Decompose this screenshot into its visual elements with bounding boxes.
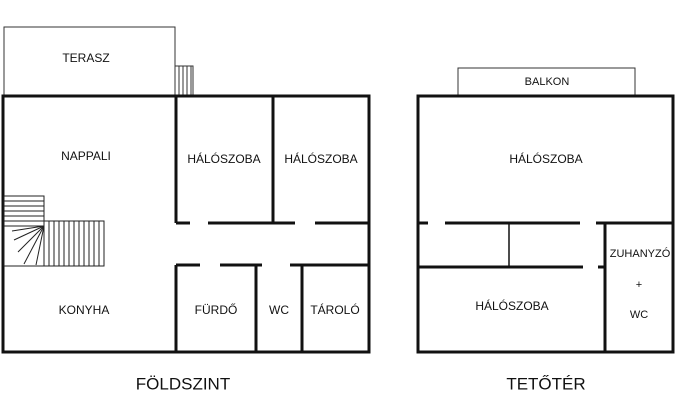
attic-caption: TETŐTÉR bbox=[506, 374, 585, 393]
shower-label-line2: + bbox=[636, 279, 642, 291]
attic-bedroom-top-label: HÁLÓSZOBA bbox=[509, 151, 582, 166]
bedroom-1-label: HÁLÓSZOBA bbox=[187, 151, 260, 166]
shower-label-line1: ZUHANYZÓ bbox=[610, 247, 671, 260]
attic-plan: BALKON HÁLÓSZOBA HÁLÓSZOBA ZUHANYZÓ + WC… bbox=[416, 67, 675, 393]
balcony-label: BALKON bbox=[525, 76, 570, 88]
living-room-label: NAPPALI bbox=[61, 149, 111, 163]
attic-interior-walls bbox=[418, 221, 673, 352]
ground-floor-caption: FÖLDSZINT bbox=[136, 374, 230, 393]
ground-interior-walls bbox=[174, 96, 369, 352]
bedroom-2-label: HÁLÓSZOBA bbox=[284, 151, 357, 166]
attic-door-gaps bbox=[428, 220, 598, 270]
attic-bedroom-bottom-label: HÁLÓSZOBA bbox=[475, 298, 548, 313]
staircase bbox=[3, 195, 105, 267]
kitchen-label: KONYHA bbox=[59, 303, 110, 317]
ground-floor-plan: TERASZ NAPPALI HÁLÓSZOBA HÁLÓSZOBA KONYH… bbox=[1, 26, 371, 393]
ground-door-gaps bbox=[173, 220, 315, 268]
storage-label: TÁROLÓ bbox=[310, 302, 359, 317]
bathroom-label: FÜRDŐ bbox=[195, 302, 238, 317]
balcony-outline bbox=[457, 67, 636, 95]
shower-label-line3: WC bbox=[630, 309, 648, 321]
wc-label: WC bbox=[269, 303, 289, 317]
terrace-label: TERASZ bbox=[62, 51, 109, 65]
